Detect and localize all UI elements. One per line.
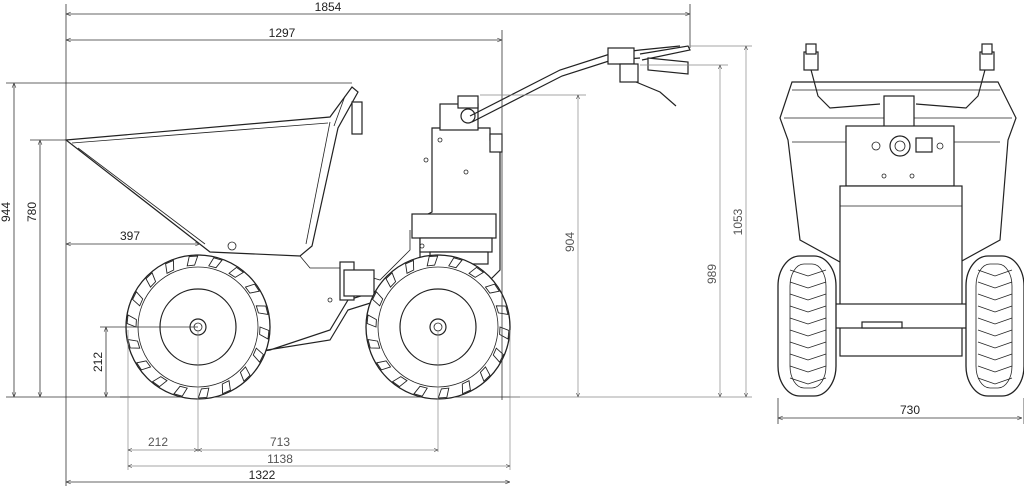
tread-chevron bbox=[977, 281, 1013, 289]
tread-lug bbox=[385, 272, 397, 288]
tread-lug bbox=[391, 376, 408, 388]
tread-chevron bbox=[977, 377, 1013, 385]
tread-chevron bbox=[789, 281, 827, 289]
tread-chevron bbox=[977, 293, 1013, 301]
dim-total-height: 944 bbox=[0, 202, 13, 222]
tread-chevron bbox=[977, 353, 1013, 361]
tread-lug bbox=[413, 385, 428, 397]
tread-lug bbox=[492, 347, 504, 364]
tread-chevron bbox=[789, 329, 827, 337]
tread-lug bbox=[426, 255, 439, 267]
dim-overall-length: 1854 bbox=[315, 0, 342, 14]
dim-skip-height: 780 bbox=[25, 202, 39, 222]
tread-chevron bbox=[789, 377, 827, 385]
front-view-left-wheel bbox=[777, 255, 837, 397]
tread-lug bbox=[366, 314, 377, 328]
dim-handle-height-1: 904 bbox=[563, 232, 577, 252]
dim-track-span: 1138 bbox=[267, 452, 293, 466]
tread-chevron bbox=[977, 317, 1013, 325]
tread-chevron bbox=[789, 365, 827, 373]
dim-width: 730 bbox=[900, 403, 920, 417]
tread-lug bbox=[461, 380, 471, 395]
dumper-handle bbox=[469, 45, 691, 123]
front-view-treads bbox=[789, 269, 1013, 385]
tread-lug bbox=[132, 290, 144, 307]
dim-handle-height-max: 1053 bbox=[731, 208, 745, 235]
tread-lug bbox=[255, 305, 269, 315]
tread-chevron bbox=[789, 353, 827, 361]
tread-lug bbox=[468, 266, 485, 278]
tread-lug bbox=[372, 290, 384, 307]
tread-chevron bbox=[789, 305, 827, 313]
tread-lug bbox=[126, 314, 137, 328]
tread-lug bbox=[135, 360, 152, 371]
tread-chevron bbox=[977, 269, 1013, 277]
dim-front-axle-offset: 212 bbox=[148, 435, 168, 449]
tread-lug bbox=[239, 366, 251, 382]
tread-chevron bbox=[789, 269, 827, 277]
front-wheel bbox=[365, 254, 511, 400]
tread-lug bbox=[259, 326, 270, 340]
dim-ground-clearance: 212 bbox=[91, 352, 105, 372]
tread-lug bbox=[186, 255, 199, 267]
tread-chevron bbox=[789, 341, 827, 349]
tread-lug bbox=[367, 339, 381, 349]
dim-handle-to-front: 1297 bbox=[269, 26, 296, 40]
front-view-right-wheel bbox=[965, 255, 1024, 397]
tread-lug bbox=[375, 360, 392, 371]
side-dimension-lines bbox=[6, 4, 752, 486]
tread-lug bbox=[484, 283, 501, 294]
tire-treads bbox=[126, 255, 510, 399]
dim-base-length: 1322 bbox=[249, 468, 276, 482]
tread-lug bbox=[173, 385, 188, 397]
tread-chevron bbox=[977, 329, 1013, 337]
tread-lug bbox=[252, 347, 264, 364]
tread-chevron bbox=[789, 293, 827, 301]
side-view: 1854 1297 944 780 397 212 904 989 1053 2… bbox=[0, 0, 752, 486]
dim-wheelbase: 713 bbox=[270, 435, 290, 449]
tread-lug bbox=[448, 257, 463, 269]
tread-chevron bbox=[977, 305, 1013, 313]
tread-lug bbox=[127, 339, 141, 349]
dumper-skip bbox=[64, 86, 363, 257]
tread-lug bbox=[221, 380, 231, 395]
tread-lug bbox=[405, 259, 415, 274]
tread-lug bbox=[165, 259, 175, 274]
tread-lug bbox=[151, 376, 168, 388]
tread-lug bbox=[208, 257, 223, 269]
tread-lug bbox=[244, 283, 261, 294]
tread-chevron bbox=[977, 365, 1013, 373]
tread-chevron bbox=[977, 341, 1013, 349]
dim-handle-height-2: 989 bbox=[705, 264, 719, 284]
dim-skip-overhang: 397 bbox=[120, 229, 140, 243]
tread-lug bbox=[145, 272, 157, 288]
front-view: 730 bbox=[777, 43, 1024, 424]
tread-lug bbox=[479, 366, 491, 382]
tread-lug bbox=[228, 266, 245, 278]
tread-chevron bbox=[789, 317, 827, 325]
